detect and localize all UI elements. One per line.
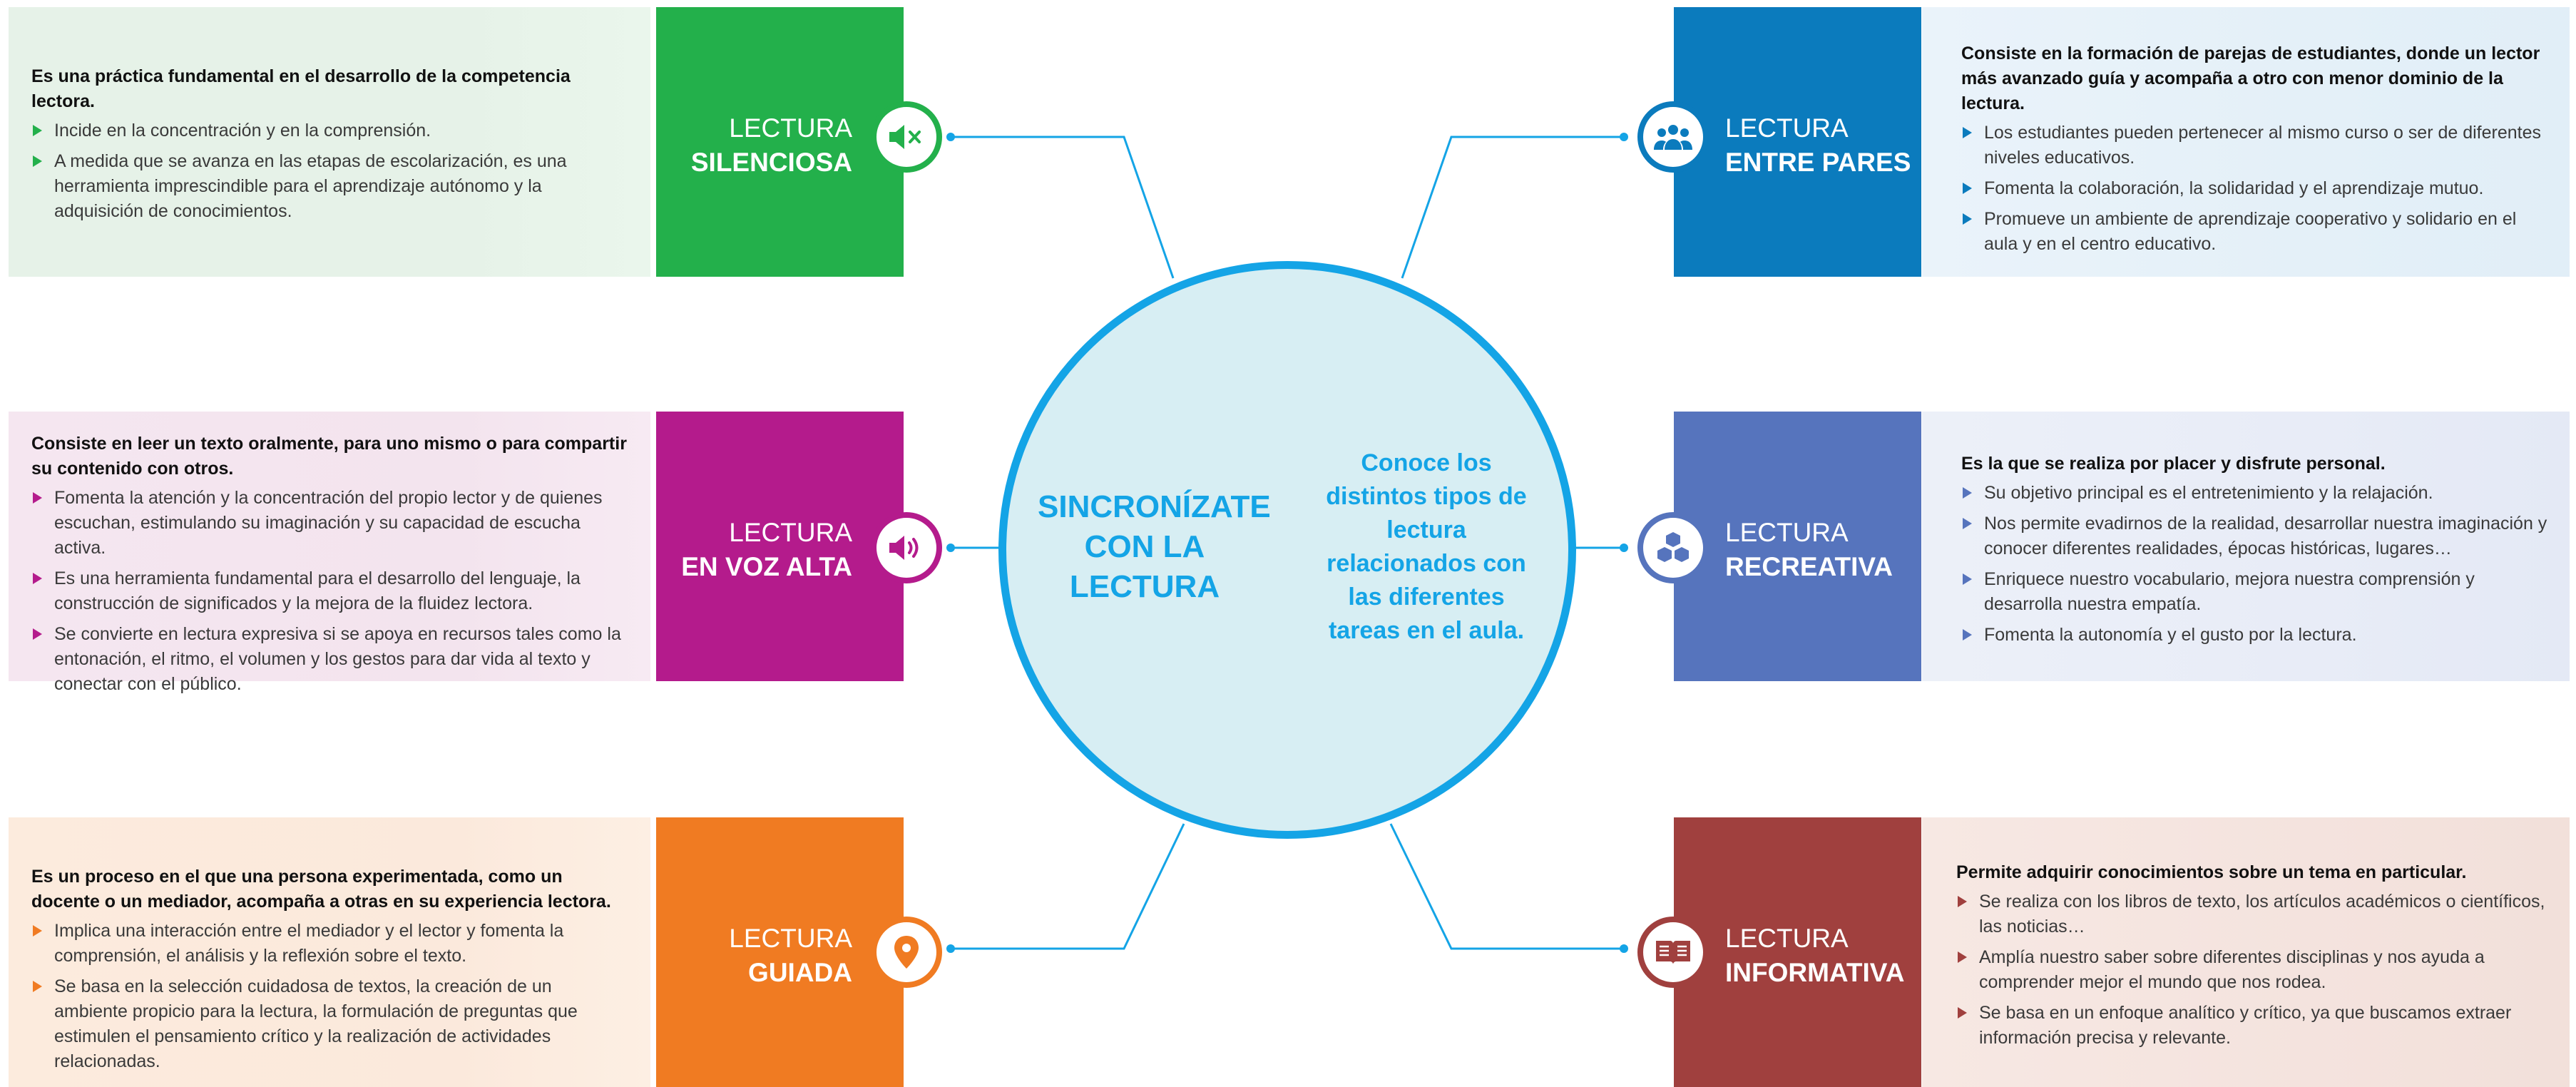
bullet-triangle-icon [1963, 573, 1972, 585]
bullet-text: Enriquece nuestro vocabulario, mejora nu… [1984, 569, 2475, 614]
type-label-line1: LECTURA [1725, 518, 1849, 547]
bullet-triangle-icon [1958, 1007, 1967, 1019]
list-item: Se basa en la selección cuidadosa de tex… [31, 974, 629, 1074]
bullet-triangle-icon [1963, 487, 1972, 499]
type-block-silenciosa: LECTURA SILENCIOSA [656, 7, 904, 277]
bullet-triangle-icon [33, 981, 42, 992]
bullet-triangle-icon [33, 155, 42, 167]
bullet-list: Implica una interacción entre el mediado… [31, 919, 629, 1074]
bullet-triangle-icon [1958, 951, 1967, 963]
book-icon [1637, 917, 1709, 988]
center-title: SINCRONÍZATE CON LA LECTURA [1038, 489, 1271, 604]
speaker-muted-icon [871, 101, 942, 173]
type-label-line2: ENTRE PARES [1725, 148, 1911, 177]
center-subtitle: Conoce los distintos tipos de lectura re… [1326, 449, 1527, 644]
bullet-triangle-icon [1963, 213, 1972, 225]
lead-text: Es un proceso en el que una persona expe… [31, 867, 611, 912]
list-item: Su objetivo principal es el entretenimie… [1961, 481, 2548, 506]
bullet-triangle-icon [1963, 518, 1972, 529]
bullet-text: A medida que se avanza en las etapas de … [54, 151, 567, 221]
bullet-list: Su objetivo principal es el entretenimie… [1961, 481, 2548, 648]
list-item: Nos permite evadirnos de la realidad, de… [1961, 511, 2548, 561]
bullet-triangle-icon [33, 573, 42, 584]
bullet-text: Se convierte en lectura expresiva si se … [54, 624, 621, 694]
list-item: Amplía nuestro saber sobre diferentes di… [1956, 945, 2548, 995]
people-group-icon [1637, 101, 1709, 173]
type-label-line1: LECTURA [1725, 924, 1849, 953]
type-label-line2: GUIADA [748, 958, 852, 987]
blocks-icon [1637, 512, 1709, 583]
list-item: Promueve un ambiente de aprendizaje coop… [1961, 207, 2548, 257]
lead-text: Consiste en la formación de parejas de e… [1961, 44, 2540, 113]
bullet-list: Fomenta la atención y la concentración d… [31, 486, 629, 697]
type-label-line1: LECTURA [729, 518, 852, 547]
list-item: Se convierte en lectura expresiva si se … [31, 622, 629, 697]
list-item: A medida que se avanza en las etapas de … [31, 149, 629, 224]
bullet-text: Se basa en la selección cuidadosa de tex… [54, 976, 578, 1071]
list-item: Incide en la concentración y en la compr… [31, 118, 629, 143]
list-item: Los estudiantes pueden pertenecer al mis… [1961, 121, 2548, 170]
bullet-triangle-icon [33, 925, 42, 937]
list-item: Es una herramienta fundamental para el d… [31, 566, 629, 616]
bullet-text: Nos permite evadirnos de la realidad, de… [1984, 514, 2547, 558]
bullet-text: Fomenta la autonomía y el gusto por la l… [1984, 625, 2357, 645]
type-label-line1: LECTURA [729, 924, 852, 953]
bullet-text: Se basa en un enfoque analítico y crític… [1979, 1003, 2512, 1048]
bullet-text: Fomenta la atención y la concentración d… [54, 488, 603, 558]
list-item: Fomenta la autonomía y el gusto por la l… [1961, 623, 2548, 648]
bullet-triangle-icon [33, 492, 42, 504]
bullet-triangle-icon [33, 628, 42, 640]
description-entre-pares: Consiste en la formación de parejas de e… [1922, 7, 2570, 277]
type-label-line1: LECTURA [1725, 113, 1849, 143]
description-voz-alta: Consiste en leer un texto oralmente, par… [9, 412, 650, 694]
list-item: Se basa en un enfoque analítico y crític… [1956, 1001, 2548, 1051]
bullet-triangle-icon [33, 125, 42, 136]
bullet-text: Su objetivo principal es el entretenimie… [1984, 483, 2433, 503]
bullet-text: Fomenta la colaboración, la solidaridad … [1984, 178, 2484, 198]
bullet-text: Amplía nuestro saber sobre diferentes di… [1979, 947, 2485, 992]
center-circle [998, 261, 1576, 839]
bullet-triangle-icon [1963, 183, 1972, 194]
type-label-line2: EN VOZ ALTA [681, 552, 852, 581]
type-label-line2: INFORMATIVA [1725, 958, 1905, 987]
bullet-text: Es una herramienta fundamental para el d… [54, 568, 581, 613]
bullet-list: Los estudiantes pueden pertenecer al mis… [1961, 121, 2548, 257]
bullet-list: Incide en la concentración y en la compr… [31, 118, 629, 224]
description-silenciosa: Es una práctica fundamental en el desarr… [9, 7, 650, 277]
type-label-line2: SILENCIOSA [690, 148, 852, 177]
bullet-list: Se realiza con los libros de texto, los … [1956, 889, 2548, 1051]
speaker-loud-icon [871, 512, 942, 583]
map-pin-icon [871, 917, 942, 988]
lead-text: Es la que se realiza por placer y disfru… [1961, 454, 2386, 474]
bullet-text: Promueve un ambiente de aprendizaje coop… [1984, 209, 2517, 254]
type-block-recreativa: LECTURA RECREATIVA [1674, 412, 1921, 681]
bullet-text: Implica una interacción entre el mediado… [54, 921, 564, 966]
description-informativa: Permite adquirir conocimientos sobre un … [1922, 817, 2570, 1087]
bullet-text: Incide en la concentración y en la compr… [54, 121, 431, 141]
lead-text: Permite adquirir conocimientos sobre un … [1956, 862, 2467, 882]
lead-text: Consiste en leer un texto oralmente, par… [31, 434, 627, 479]
type-label-line1: LECTURA [729, 113, 852, 143]
list-item: Implica una interacción entre el mediado… [31, 919, 629, 969]
bullet-triangle-icon [1963, 629, 1972, 641]
list-item: Fomenta la atención y la concentración d… [31, 486, 629, 561]
type-block-guiada: LECTURA GUIADA [656, 817, 904, 1087]
description-guiada: Es un proceso en el que una persona expe… [9, 817, 650, 1087]
type-block-entre-pares: LECTURA ENTRE PARES [1674, 7, 1921, 277]
bullet-triangle-icon [1958, 896, 1967, 907]
bullet-text: Los estudiantes pueden pertenecer al mis… [1984, 123, 2542, 168]
type-block-voz-alta: LECTURA EN VOZ ALTA [656, 412, 904, 681]
bullet-text: Se realiza con los libros de texto, los … [1979, 892, 2545, 937]
description-recreativa: Es la que se realiza por placer y disfru… [1922, 412, 2570, 681]
list-item: Se realiza con los libros de texto, los … [1956, 889, 2548, 939]
type-block-informativa: LECTURA INFORMATIVA [1674, 817, 1921, 1087]
list-item: Fomenta la colaboración, la solidaridad … [1961, 176, 2548, 201]
type-label-line2: RECREATIVA [1725, 552, 1893, 581]
lead-text: Es una práctica fundamental en el desarr… [31, 66, 571, 111]
bullet-triangle-icon [1963, 127, 1972, 138]
list-item: Enriquece nuestro vocabulario, mejora nu… [1961, 567, 2548, 617]
